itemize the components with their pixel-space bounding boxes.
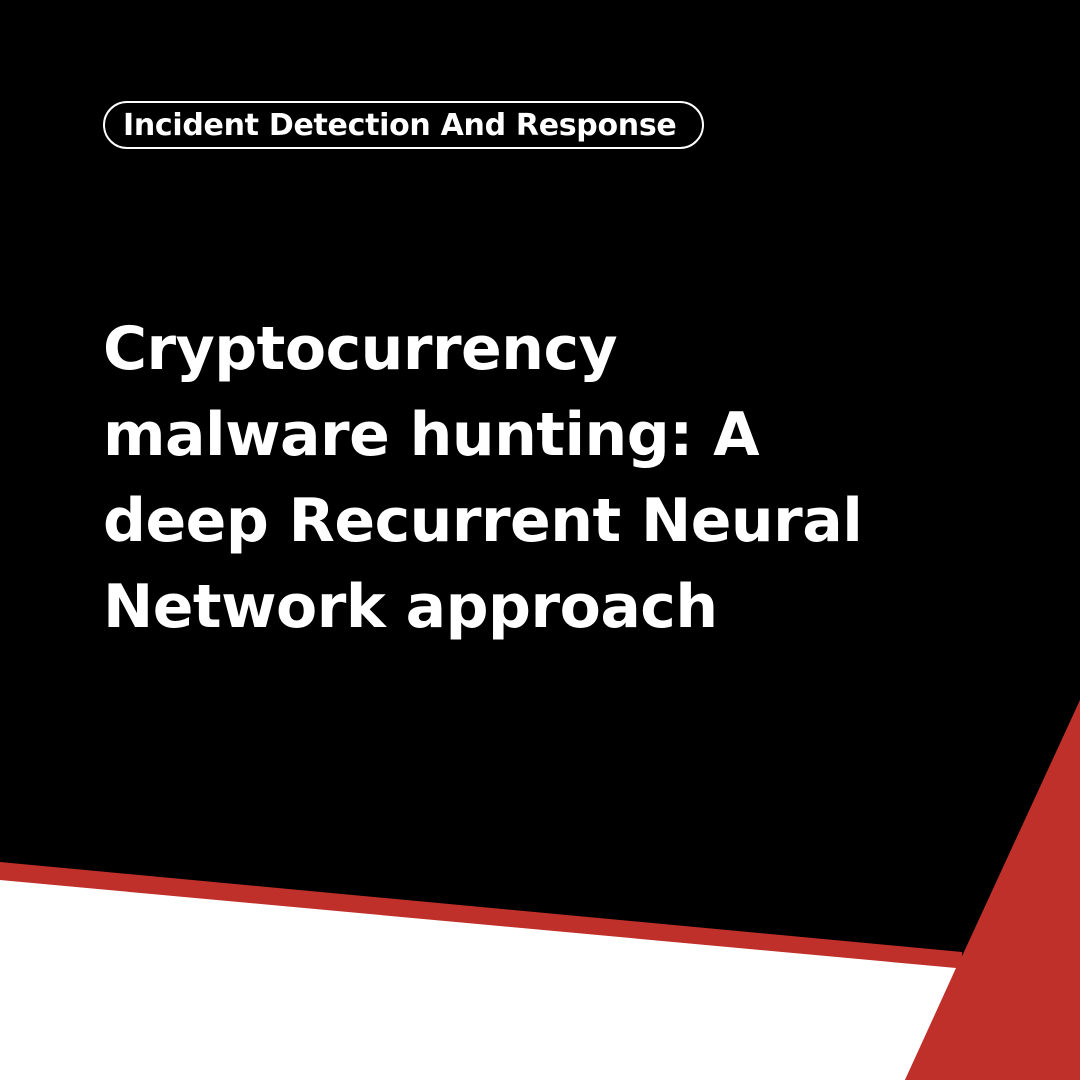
headline-line-3: deep Recurrent Neural [103,486,863,556]
red-corner-triangle [905,700,1080,1080]
headline-line-2: malware hunting: A [103,400,760,470]
headline-line-4: Network approach [103,572,718,642]
white-wedge [0,880,956,1080]
category-tag-label: Incident Detection And Response [123,107,677,143]
article-headline: Cryptocurrency malware hunting: A deep R… [103,306,963,650]
headline-line-1: Cryptocurrency [103,314,618,384]
category-tag: Incident Detection And Response [103,101,705,149]
